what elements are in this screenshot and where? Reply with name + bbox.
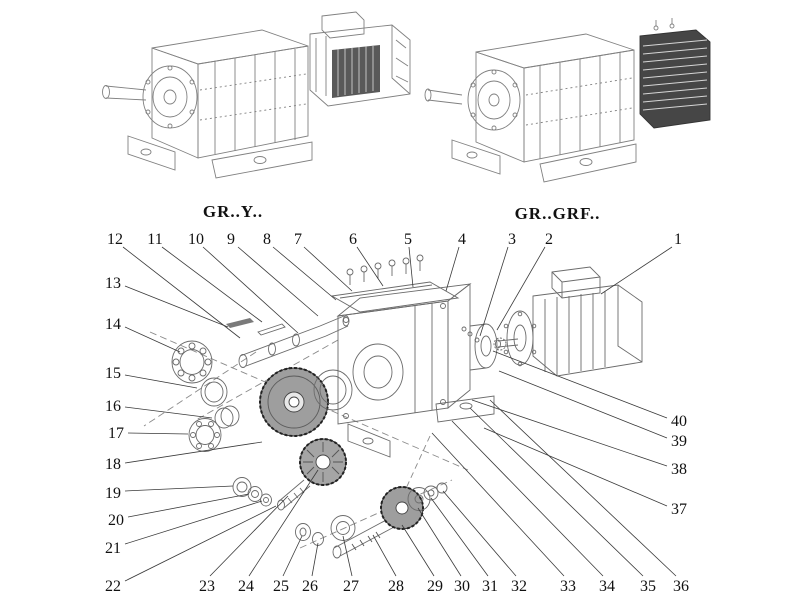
leader-line-38 [471,399,668,467]
pinion-shaft-parts [295,482,448,559]
callout-number-34: 34 [599,578,615,595]
leader-line-24 [248,469,319,577]
callout-number-7: 7 [294,231,302,248]
callout-number-28: 28 [388,578,404,595]
leader-line-19 [124,485,234,492]
assembled-gearmotor-left-drawing [102,11,411,179]
callout-number-33: 33 [560,578,576,595]
leader-line-18 [124,441,263,464]
callout-number-19: 19 [105,485,121,502]
callout-number-30: 30 [454,578,470,595]
callout-number-14: 14 [105,316,121,333]
callout-number-9: 9 [227,231,235,248]
leader-line-6 [356,246,384,287]
leader-line-34 [451,420,604,577]
leader-line-20 [127,493,250,518]
cover-bolts [346,254,424,285]
leader-line-40 [492,350,668,419]
callout-number-27: 27 [343,578,359,595]
leader-line-25 [282,535,303,577]
exploded-view-drawing [143,254,643,559]
leader-line-26 [311,542,319,577]
intermediate-shaft-parts [232,438,347,511]
leader-line-22 [124,505,277,582]
leader-line-7 [303,246,353,292]
gearbox-housing [336,283,495,458]
leader-line-2 [496,246,546,331]
leader-line-31 [430,497,489,577]
callout-number-39: 39 [671,433,687,450]
leader-line-10 [202,246,299,334]
leader-line-15 [124,374,198,389]
callout-number-35: 35 [640,578,656,595]
leader-line-32 [442,490,517,577]
leader-line-17 [127,432,189,435]
callout-number-16: 16 [105,398,121,415]
leader-line-29 [401,524,435,577]
leader-line-36 [489,399,677,577]
leader-line-27 [342,535,353,577]
callout-number-21: 21 [105,540,121,557]
leader-line-16 [124,406,213,419]
leader-line-9 [237,246,319,317]
callout-number-26: 26 [302,578,318,595]
callout-number-15: 15 [105,365,121,382]
callout-number-8: 8 [263,231,271,248]
callout-number-40: 40 [671,413,687,430]
leader-line-33 [431,432,565,577]
leader-line-28 [372,534,397,577]
leader-line-13 [124,285,229,328]
callout-number-38: 38 [671,461,687,478]
leader-line-12 [122,246,241,339]
leader-line-37 [483,427,668,507]
callout-number-36: 36 [673,578,689,595]
leader-line-39 [498,370,668,439]
leader-line-11 [161,246,263,323]
callout-number-24: 24 [238,578,254,595]
callout-number-5: 5 [404,231,412,248]
leader-line-5 [408,246,414,288]
model-label-gr-grf: GR..GRF.. [514,204,601,223]
callout-number-10: 10 [188,231,204,248]
callout-number-37: 37 [671,501,687,518]
callout-number-32: 32 [511,578,527,595]
callout-number-17: 17 [108,425,124,442]
callout-number-12: 12 [107,231,123,248]
callout-number-6: 6 [349,231,357,248]
callout-number-29: 29 [427,578,443,595]
callout-number-18: 18 [105,456,121,473]
callout-number-23: 23 [199,578,215,595]
output-shaft-parts [171,315,353,452]
assembled-gearmotor-right-drawing [424,18,711,183]
callout-number-4: 4 [458,231,466,248]
callout-number-22: 22 [105,578,121,595]
callout-number-13: 13 [105,275,121,292]
callout-number-31: 31 [482,578,498,595]
leader-line-23 [209,495,289,577]
leader-line-8 [272,246,337,301]
callout-number-3: 3 [508,231,516,248]
leader-line-3 [479,246,509,337]
motor-drawing [495,266,643,377]
leader-line-14 [124,326,181,353]
leader-line-1 [600,246,673,295]
callout-number-2: 2 [545,231,553,248]
callout-number-11: 11 [147,231,162,248]
leader-line-4 [445,246,460,292]
model-label-gr-y: GR..Y.. [202,202,264,221]
leader-line-35 [469,407,644,577]
input-flange-parts [461,323,507,371]
callout-number-1: 1 [674,231,682,248]
callout-number-25: 25 [273,578,289,595]
callout-number-20: 20 [108,512,124,529]
leader-line-21 [124,500,263,545]
leader-line-30 [417,507,462,577]
